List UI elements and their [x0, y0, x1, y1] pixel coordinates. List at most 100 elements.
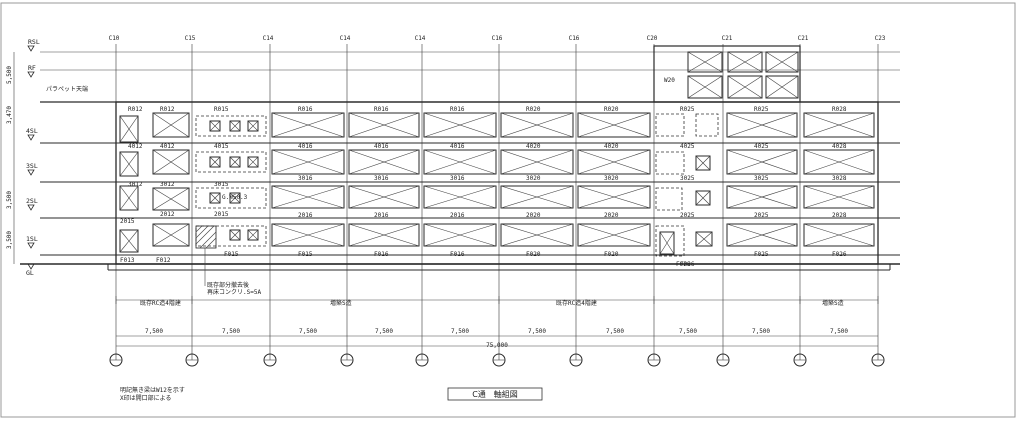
beam-label: 3012: [128, 181, 143, 188]
beam-label: F026: [680, 261, 695, 268]
building-outline: [107, 45, 891, 271]
axis-label: C14: [415, 35, 426, 42]
beam-label: F012: [156, 257, 171, 264]
level-label: RF: [28, 64, 36, 72]
beam-label: F020: [526, 251, 541, 258]
beam-label: R020: [604, 106, 619, 113]
beam-label: R016: [298, 106, 313, 113]
span-dim: 7,500: [606, 328, 624, 335]
zone-label: 増築S造: [330, 299, 352, 307]
axis-label: C14: [263, 35, 274, 42]
beam-label: 2020: [604, 212, 619, 219]
grid-bubbles: [109, 353, 885, 367]
parapet-note: パラペット天端: [46, 85, 88, 93]
beam-label: 3015: [214, 181, 229, 188]
wall-openings: [119, 112, 875, 253]
zone-label: 増築S造: [822, 299, 844, 307]
axis-label: C21: [798, 35, 809, 42]
dim-label: 3,500: [6, 191, 13, 209]
penthouse-label: W20: [664, 77, 675, 84]
footnote: X印は開口部による: [120, 394, 171, 402]
beam-label: 2015: [214, 211, 229, 218]
beam-label: R012: [128, 106, 143, 113]
beam-label: 4012: [128, 143, 143, 150]
bay-c15-openings: [195, 115, 267, 249]
span-dim: 7,500: [528, 328, 546, 335]
span-dimensions: 7,500 7,500 7,500 7,500 7,500 7,500 7,50…: [116, 328, 878, 349]
dim-label: 5,500: [6, 66, 13, 84]
axis-label: C15: [185, 35, 196, 42]
level-label: 3SL: [26, 162, 38, 170]
axis-label: C16: [569, 35, 580, 42]
top-axis-labels: C10 C15 C14 C14 C14 C16 C16 C20 C21 C21 …: [109, 35, 886, 42]
beam-label: 4025: [754, 143, 769, 150]
beam-label: 4012: [160, 143, 175, 150]
beam-label: R012: [160, 106, 175, 113]
beam-label: 3016: [450, 175, 465, 182]
beam-label: R015: [214, 106, 229, 113]
beam-label: 3025: [754, 175, 769, 182]
beam-label: 2028: [832, 212, 847, 219]
beam-label: F026: [676, 261, 691, 268]
beam-label: R016: [450, 106, 465, 113]
beam-label: 2025: [680, 212, 695, 219]
beam-labels-fourth: 4012 4012 4015 4016 4016 4016 4020 4020 …: [128, 143, 847, 150]
beam-label: R016: [374, 106, 389, 113]
annotation-leader: 既存部分撤去後 再床コンクリ.S=5A G.W50.3: [204, 194, 261, 296]
level-markers: RSL RF 4SL 3SL 2SL 1SL GL: [26, 38, 40, 277]
bay-c20-openings: F026: [655, 113, 719, 268]
beam-label: 4016: [374, 143, 389, 150]
beam-label: 4016: [450, 143, 465, 150]
beam-label: F013: [120, 257, 135, 264]
zone-label: 既存RC造4階建: [140, 299, 181, 307]
beam-labels-roof: R012 R012 R015 R016 R016 R016 R020 R020 …: [128, 106, 847, 113]
dim-label: 3,470: [6, 106, 13, 124]
footnote: 明記無き梁はW12を示す: [120, 386, 185, 394]
drawing-title-text: C通 軸組図: [472, 389, 518, 399]
span-dim: 7,500: [375, 328, 393, 335]
beam-labels-third: 3012 3012 3015 3016 3016 3016 3020 3020 …: [128, 175, 847, 188]
beam-label: 2020: [526, 212, 541, 219]
level-label: 1SL: [26, 235, 38, 243]
beam-labels-second: 2015 2012 2015 2016 2016 2016 2020 2020 …: [120, 211, 847, 225]
beam-label: 3020: [526, 175, 541, 182]
beam-label: R020: [526, 106, 541, 113]
axis-label: C10: [109, 35, 120, 42]
beam-label: 3016: [374, 175, 389, 182]
axis-label: C16: [492, 35, 503, 42]
beam-label: 4020: [604, 143, 619, 150]
span-dim: 7,500: [451, 328, 469, 335]
span-dim: 7,500: [299, 328, 317, 335]
span-dim: 7,500: [679, 328, 697, 335]
beam-label: 3028: [832, 175, 847, 182]
beam-label: F016: [374, 251, 389, 258]
span-dim: 7,500: [752, 328, 770, 335]
axis-label: C21: [722, 35, 733, 42]
beam-label: R028: [832, 106, 847, 113]
beam-label: 3025: [680, 175, 695, 182]
beam-label: 2015: [120, 218, 135, 225]
beam-label: 3016: [298, 175, 313, 182]
axis-label: C14: [340, 35, 351, 42]
level-label: GL: [26, 269, 34, 277]
annotation-note: 既存部分撤去後: [207, 281, 249, 289]
beam-label: 3020: [604, 175, 619, 182]
axis-label: C23: [875, 35, 886, 42]
total-dim: 75,000: [486, 342, 508, 349]
dim-label: 3,500: [6, 231, 13, 249]
beam-label: F025: [754, 251, 769, 258]
beam-label: 2012: [160, 211, 175, 218]
beam-label: F016: [450, 251, 465, 258]
beam-label: 4015: [214, 143, 229, 150]
beam-label: R025: [680, 106, 695, 113]
beam-label: 2016: [374, 212, 389, 219]
beam-label: 2016: [298, 212, 313, 219]
level-label: 2SL: [26, 197, 38, 205]
column-grid: [115, 44, 879, 360]
level-label: RSL: [28, 38, 40, 46]
beam-label: 2016: [450, 212, 465, 219]
beam-label: 4025: [680, 143, 695, 150]
zone-label: 既存RC造4階建: [556, 299, 597, 307]
penthouse-openings: W20: [664, 51, 799, 99]
